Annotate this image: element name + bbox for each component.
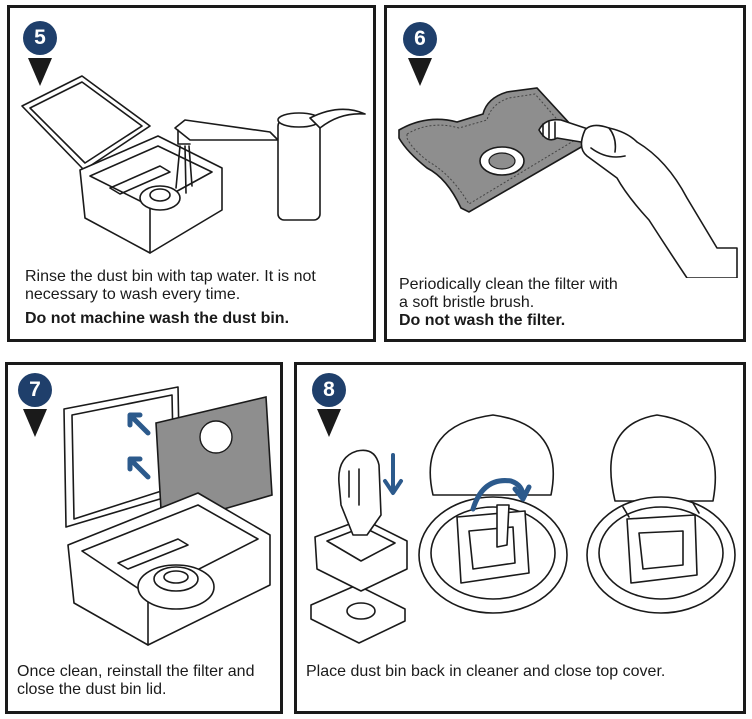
step-8-panel: 8 Place dust bin back in cleaner and clo…: [294, 362, 746, 714]
step-6-warning: Do not wash the filter.: [399, 312, 566, 329]
step-7-badge: 7: [18, 373, 52, 407]
step-6-pointer-icon: [408, 58, 432, 86]
place-bin-illustration: [310, 414, 736, 644]
step-8-text: Place dust bin back in cleaner and close…: [306, 663, 666, 680]
filter-brush-illustration: [398, 87, 738, 278]
step-8-caption: Place dust bin back in cleaner and close…: [306, 663, 726, 681]
reinstall-filter-illustration: [63, 386, 273, 646]
step-6-panel: 6 Periodically clean the filter with a s…: [384, 5, 746, 342]
step-7-pointer-icon: [23, 409, 47, 437]
step-6-caption: Periodically clean the filter with a sof…: [399, 276, 619, 330]
step-5-pointer-icon: [28, 58, 52, 86]
step-5-caption: Rinse the dust bin with tap water. It is…: [25, 268, 365, 328]
step-8-badge: 8: [312, 373, 346, 407]
step-7-text: Once clean, reinstall the filter and clo…: [17, 663, 255, 698]
step-7-caption: Once clean, reinstall the filter and clo…: [17, 663, 277, 699]
step-5-warning: Do not machine wash the dust bin.: [25, 310, 290, 327]
step-5-badge: 5: [23, 21, 57, 55]
step-5-text: Rinse the dust bin with tap water. It is…: [25, 268, 316, 303]
step-5-panel: 5 Rinse the dust bin with tap water. It …: [7, 5, 376, 342]
dust-bin-rinse-illustration: [21, 75, 366, 254]
step-8-pointer-icon: [317, 409, 341, 437]
step-6-text: Periodically clean the filter with a sof…: [399, 276, 618, 311]
step-6-badge: 6: [403, 22, 437, 56]
step-7-panel: 7 Once clean, reinstall the filter and c…: [5, 362, 283, 714]
